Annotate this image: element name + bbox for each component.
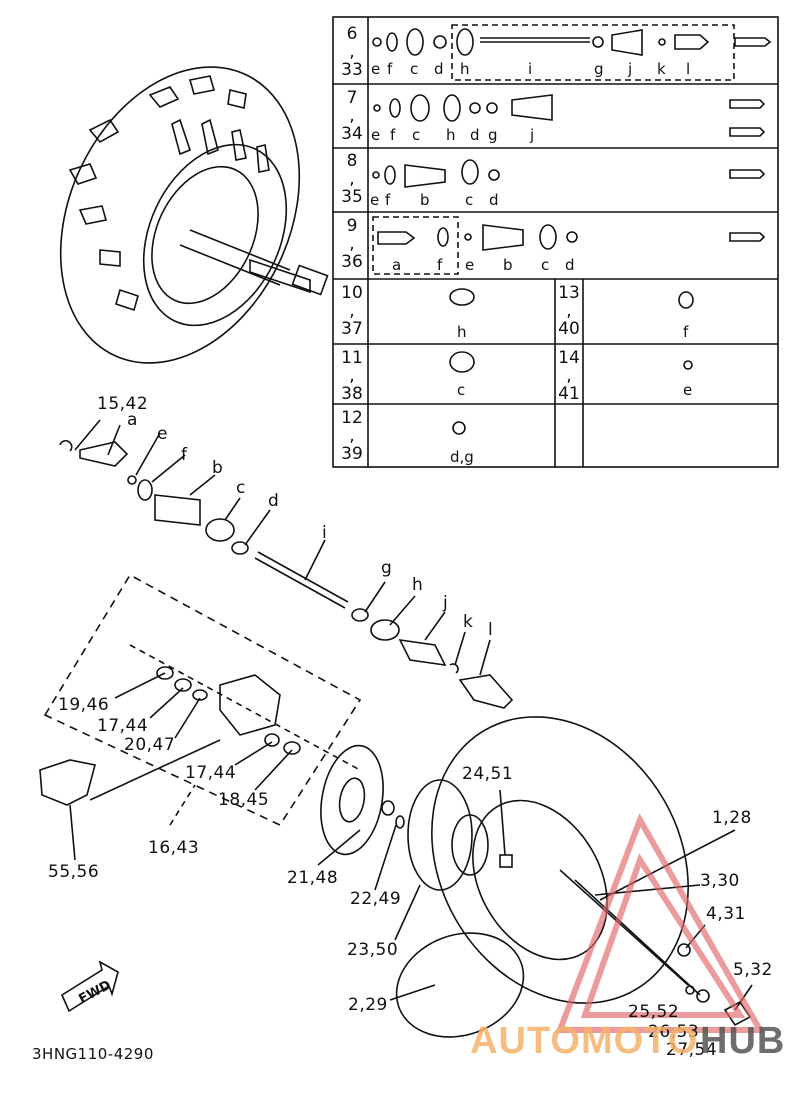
callout-19-46: 19,46 [58, 695, 110, 715]
callout-i: i [322, 523, 328, 543]
table-letter: h [460, 60, 470, 78]
table-row-7-34: 7 , 34 [341, 88, 363, 144]
callout-c: c [236, 478, 246, 498]
table-letter: f [437, 256, 443, 274]
callout-5-32: 5,32 [733, 960, 773, 980]
table-row-9-36: 9 , 36 [341, 216, 363, 272]
callout-a: a [127, 410, 138, 430]
table-letter: e [371, 126, 381, 144]
callout-h: h [412, 575, 424, 595]
callout-k: k [463, 612, 474, 632]
table-letter: c [465, 191, 474, 209]
table-letter: d [489, 191, 499, 209]
table-letter: c [457, 381, 466, 399]
table-letter: i [528, 60, 533, 78]
table-letter: h [446, 126, 456, 144]
callout-17-44-lower: 17,44 [185, 763, 237, 783]
table-letter: k [657, 60, 666, 78]
callout-1-28: 1,28 [712, 808, 752, 828]
table-letter: f [683, 323, 689, 341]
table-letter: j [628, 60, 633, 78]
callout-23-50: 23,50 [347, 940, 399, 960]
table-letter: f [385, 191, 391, 209]
table-letter: d [470, 126, 480, 144]
table-row-12-39: 12 , 39 [341, 408, 363, 464]
table-letter: d [434, 60, 444, 78]
callout-e: e [157, 424, 168, 444]
table-letter: j [530, 126, 535, 144]
callout-17-44-upper: 17,44 [97, 716, 149, 736]
table-letter: e [465, 256, 475, 274]
table-row-13-40: 13 , 40 [558, 283, 580, 339]
diagram-code: 3HNG110-4290 [32, 1045, 154, 1063]
callout-2-29: 2,29 [348, 995, 388, 1015]
table-row-14-41: 14 , 41 [558, 348, 580, 404]
table-row-11-38: 11 , 38 [341, 348, 363, 404]
watermark-hub: HUB [700, 1020, 786, 1062]
callout-l: l [488, 620, 494, 640]
table-letter: c [541, 256, 550, 274]
callout-d: d [268, 491, 280, 511]
parts-table-frame [332, 16, 779, 468]
wheel-top-left-icon [59, 66, 329, 364]
callout-22-49: 22,49 [350, 889, 402, 909]
table-letter: e [371, 60, 381, 78]
table-letter: f [387, 60, 393, 78]
table-letter: b [503, 256, 513, 274]
callout-24-51: 24,51 [462, 764, 514, 784]
watermark-triangle-icon [555, 813, 766, 1033]
table-letter: g [594, 60, 604, 78]
table-letter: e [683, 381, 693, 399]
callout-16-43: 16,43 [148, 838, 200, 858]
callout-15-42: 15,42 [97, 394, 149, 414]
table-letter: d,g [450, 448, 474, 466]
callout-25-52: 25,52 [628, 1002, 680, 1022]
table-letter: f [390, 126, 396, 144]
callout-b: b [212, 458, 224, 478]
watermark-automoto: AUTOMOTO [470, 1020, 699, 1062]
fwd-arrow-icon [60, 960, 119, 1013]
table-letter: l [686, 60, 691, 78]
table-letter: b [420, 191, 430, 209]
callout-18-45: 18,45 [218, 790, 270, 810]
table-row-10-37: 10 , 37 [341, 283, 363, 339]
table-letter: h [457, 323, 467, 341]
table-letter: e [370, 191, 380, 209]
table-letter: g [488, 126, 498, 144]
callout-26-53: 26,53 [648, 1022, 700, 1042]
callout-3-30: 3,30 [700, 871, 740, 891]
table-letter: c [410, 60, 419, 78]
exploded-parts-icons [39, 419, 753, 1038]
table-row-6-33: 6 , 33 [341, 24, 363, 80]
callout-21-48: 21,48 [287, 868, 339, 888]
callout-20-47: 20,47 [124, 735, 176, 755]
callout-f: f [181, 445, 188, 465]
callout-j: j [443, 593, 449, 613]
table-letter: d [565, 256, 575, 274]
table-letter: a [392, 256, 402, 274]
callout-4-31: 4,31 [706, 904, 746, 924]
table-row-8-35: 8 , 35 [341, 151, 363, 207]
table-letter: c [412, 126, 421, 144]
callout-g: g [381, 558, 393, 578]
callout-27-54: 27,54 [666, 1040, 718, 1060]
callout-55-56: 55,56 [48, 862, 100, 882]
table-parts-icons [372, 28, 772, 435]
